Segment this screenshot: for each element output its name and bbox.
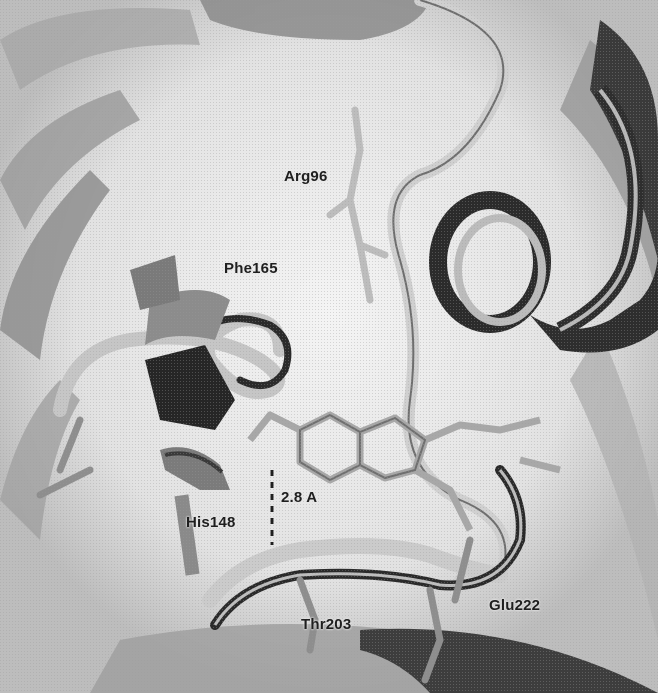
label-distance: 2.8 A xyxy=(281,489,317,506)
label-glu222: Glu222 xyxy=(489,597,540,614)
label-arg96: Arg96 xyxy=(284,168,328,185)
label-thr203: Thr203 xyxy=(301,616,351,633)
label-his148: His148 xyxy=(186,514,236,531)
label-phe165: Phe165 xyxy=(224,260,278,277)
